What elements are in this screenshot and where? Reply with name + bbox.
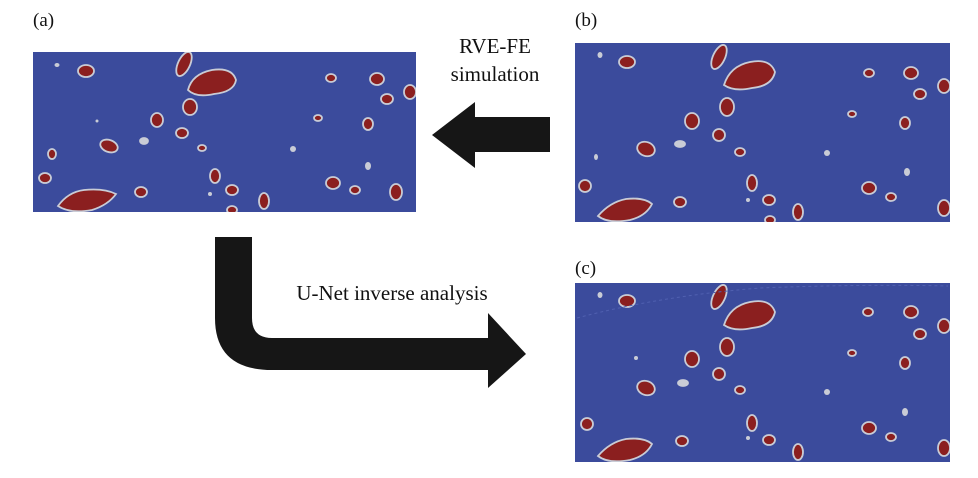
panel-b-particles <box>578 44 950 222</box>
panel-b-voids <box>594 52 910 202</box>
forward-caption-line1: RVE-FE <box>459 34 531 58</box>
panel-b-microstructure <box>575 43 950 222</box>
left-arrow-icon <box>432 102 550 168</box>
inverse-caption: U-Net inverse analysis <box>296 281 488 305</box>
panel-a-voids <box>54 63 371 196</box>
bent-right-arrow-icon <box>215 237 526 388</box>
panel-label-c: (c) <box>575 258 597 279</box>
panel-a-particles <box>38 52 416 212</box>
panel-c-artifact-line <box>576 284 949 319</box>
forward-caption-line2: simulation <box>450 62 540 86</box>
panel-label-a: (a) <box>33 10 55 31</box>
panel-c-microstructure <box>575 283 950 462</box>
panel-a-microstructure <box>33 52 416 212</box>
forward-caption: RVE-FE simulation <box>420 33 570 87</box>
panel-c-particles <box>580 284 950 462</box>
panel-label-b: (b) <box>575 10 598 31</box>
panel-c-voids <box>597 292 908 440</box>
